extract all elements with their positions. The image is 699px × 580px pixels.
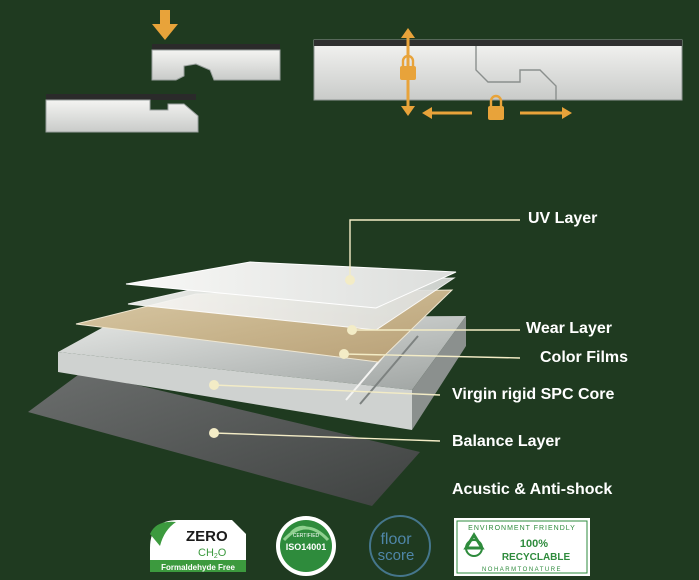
left-right-arrow-icon xyxy=(422,107,572,119)
iso-small: CERTIFIED xyxy=(293,533,320,539)
padlock-icon xyxy=(488,94,504,120)
recyclable-bottom: NOHARMTONATURE xyxy=(482,567,562,573)
zero-formaldehyde-badge: ZERO CH2O Formaldehyde Free xyxy=(150,520,246,572)
iso-text: ISO14001 xyxy=(286,542,327,552)
floorscore-badge: floor score xyxy=(369,515,431,577)
recycle-icon xyxy=(463,532,485,557)
padlock-icon xyxy=(400,54,416,80)
balance-layer-shape xyxy=(28,372,420,506)
label-core: Virgin rigid SPC Core xyxy=(452,386,615,403)
recyclable-top: ENVIRONMENT FRIENDLY xyxy=(468,525,576,532)
label-acoustic: Acustic & Anti-shock xyxy=(452,481,613,498)
label-wear-layer: Wear Layer xyxy=(526,320,612,337)
down-arrow-icon xyxy=(152,10,178,40)
recyclable-badge: ENVIRONMENT FRIENDLY 100% RECYCLABLE NOH… xyxy=(454,518,590,576)
callout-balance xyxy=(209,428,441,442)
label-balance-layer: Balance Layer xyxy=(452,433,561,450)
recyclable-word: RECYCLABLE xyxy=(502,552,571,563)
click-profile-lower xyxy=(45,94,199,133)
callout-wear-layer xyxy=(347,325,520,335)
label-uv-layer: UV Layer xyxy=(528,210,598,227)
zero-title: ZERO xyxy=(186,528,228,545)
zero-caption: Formaldehyde Free xyxy=(161,563,235,572)
callout-core xyxy=(209,380,441,396)
callout-color-films xyxy=(339,349,521,359)
callout-uv-layer xyxy=(345,219,520,285)
iso14001-badge: CERTIFIED ISO14001 xyxy=(276,516,336,576)
label-color-films: Color Films xyxy=(540,349,629,366)
floorscore-line1: floor xyxy=(380,531,412,548)
click-profile-upper xyxy=(151,44,281,81)
zero-formula: CH2O xyxy=(198,547,227,560)
uv-layer-shape xyxy=(125,261,457,309)
locked-joint-profile xyxy=(313,39,683,101)
floorscore-line2: score xyxy=(378,547,415,564)
recyclable-percent: 100% xyxy=(520,538,548,550)
